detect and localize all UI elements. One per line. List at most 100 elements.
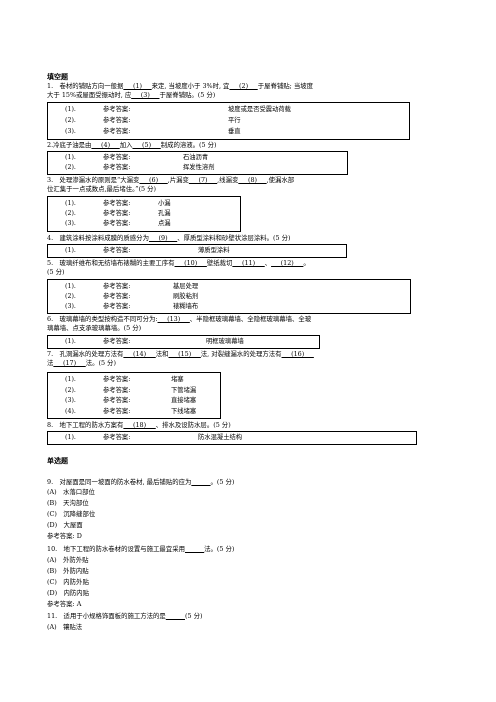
option-b: (B) 天沟部位: [47, 499, 89, 507]
question-text: 于屋脊铺贴。(5 分): [159, 90, 216, 99]
question-7: 7. 孔洞漏水的处理方法有___(14)___法和___(15)___法, 对裂…: [47, 350, 455, 367]
question-text: 法。(5 分): [85, 358, 116, 367]
question-text: 壁纸裁切: [206, 259, 233, 267]
answer-label: 参考答案:: [103, 247, 131, 254]
answer-box-8: (1). 参考答案: 防水混凝土结构: [47, 431, 417, 445]
answer-value: 堵塞: [171, 376, 184, 383]
answer-value: 下线堵塞: [171, 407, 197, 415]
answer-value: 挥发性溶剂: [183, 164, 215, 171]
question-text: 法, 对裂缝漏水的处理方法有: [200, 350, 282, 358]
answer-label: 参考答案:: [103, 210, 131, 217]
answer-label: 参考答案:: [103, 397, 131, 404]
answer-box-3: (1). 参考答案: 小漏 (2). 参考答案: 孔漏 (3). 参考答案: 点…: [47, 196, 241, 232]
answer-value: 基层处理: [173, 283, 199, 290]
question-text: 大于 15%或屋面受振动时, 应: [47, 90, 132, 99]
question-text: 璃幕墙、点支承玻璃幕墙。(5 分): [47, 323, 142, 332]
blank: ___(17)___: [53, 358, 86, 367]
question-text: 8. 地下工程的防水方案有: [47, 421, 124, 429]
question-8: 8. 地下工程的防水方案有___(18)___、排水及设防水层。(5 分): [47, 421, 231, 429]
question-text: 位汇集于一点或数点,最后堵住。”(5 分): [47, 184, 157, 193]
answer-label: 参考答案:: [103, 376, 131, 383]
answer-number: (2).: [65, 164, 76, 171]
question-text: 10. 地下工程的防水卷材的设置与施工最宜采用: [47, 545, 185, 553]
answer-value: 垂直: [228, 128, 241, 135]
answer-label: 参考答案:: [103, 386, 131, 394]
answer-number: (2).: [65, 293, 76, 300]
answer-value: 直接堵塞: [171, 397, 197, 404]
question-text: (5 分): [184, 612, 203, 620]
answer-value: 裱糊墙布: [173, 303, 199, 310]
answer-number: (3).: [65, 397, 76, 404]
question-text: 法: [47, 358, 54, 367]
question-text: 来定, 当坡度小于 3%时, 宜: [151, 82, 230, 90]
answer-label: 参考答案:: [103, 117, 131, 124]
blank: ___(5)___: [132, 141, 161, 149]
section-title-single: 单选题: [47, 456, 68, 465]
answer-label: 参考答案:: [103, 303, 131, 310]
question-text: 制成的溶液。(5 分): [160, 141, 217, 149]
question-11: 11. 适用于小规格饰面板的施工方法的是______(5 分): [47, 612, 202, 620]
blank: ___(9)___: [148, 234, 178, 242]
blank: ___(10)___: [174, 259, 207, 267]
answer-value: 下管堵漏: [171, 386, 197, 394]
option-d: (D) 内防内贴: [47, 589, 90, 597]
blank: ___(4)___: [91, 141, 120, 149]
answer-number: (2).: [65, 210, 76, 217]
question-text: ,使漏水部: [266, 176, 295, 184]
question-3: 3. 处理渗漏水的原则是“大漏变___(6)___,片漏变___(7)___,线…: [47, 176, 455, 193]
question-text: 9. 对屋面是同一坡面的防水卷材, 最后铺贴的应为: [47, 478, 192, 486]
blank: ___(18)___: [123, 421, 156, 429]
answer-number: (4).: [65, 407, 76, 415]
question-text: 1. 卷材的铺贴方向一般据: [47, 82, 124, 90]
question-text: 、半隐框玻璃幕墙、全隐框玻璃幕墙、全玻: [189, 315, 312, 323]
blank: ___(14)___: [123, 350, 156, 358]
answer-label: 参考答案:: [103, 200, 131, 207]
question-text: 、: [264, 259, 272, 267]
question-text: 、厚质型涂料和砂壁状涂层涂料。(5 分): [177, 234, 291, 242]
question-text: 、排水及设防水层。(5 分): [155, 421, 231, 429]
blank: ___(6)___: [139, 176, 168, 184]
answer-number: (1).: [65, 200, 76, 207]
question-text: 加入: [119, 141, 133, 149]
answer-number: (1).: [65, 154, 76, 161]
question-text: 4. 建筑涂料按涂料成膜的质感分为: [47, 234, 149, 242]
question-1: 1. 卷材的铺贴方向一般据___(1)___来定, 当坡度小于 3%时, 宜__…: [47, 82, 455, 99]
blank: ___(12)___: [271, 259, 304, 267]
question-text: 2.冷底子油是由: [47, 141, 92, 149]
question-4: 4. 建筑涂料按涂料成膜的质感分为___(9)___、厚质型涂料和砂壁状涂层涂料…: [47, 234, 291, 242]
blank: ______: [165, 612, 185, 620]
answer-value: 坡度或是否受震动荷载: [228, 106, 291, 113]
answer-number: (2).: [65, 117, 76, 124]
question-text: 法和: [155, 350, 169, 358]
answer-label: 参考答案:: [103, 338, 131, 345]
blank: ______: [184, 545, 205, 553]
answer-number: (1).: [65, 434, 76, 441]
blank: ______: [191, 478, 211, 486]
option-c: (C) 沉降缝部位: [47, 510, 96, 518]
option-d: (D) 大屋面: [47, 521, 83, 529]
option-a: (A) 外防外贴: [47, 556, 89, 564]
question-text: 5. 玻璃纤维布和无纺墙布裱糊的主要工序有: [47, 259, 175, 267]
blank: ___(2)___: [229, 82, 258, 90]
answer-value: 点漏: [158, 220, 171, 227]
blank: ___(3)___: [131, 90, 160, 99]
question-text: ,片漏变: [167, 176, 189, 184]
answer-number: (1).: [65, 376, 76, 383]
question-text: 3. 处理渗漏水的原则是“大漏变: [47, 176, 140, 184]
reference-answer: 参考答案: D: [47, 532, 82, 540]
answer-value: 平行: [228, 117, 241, 124]
answer-number: (1).: [65, 283, 76, 290]
answer-value: 小漏: [158, 200, 171, 207]
blank: ___(15)___: [168, 350, 201, 358]
option-a: (A) 水落口部位: [47, 488, 95, 496]
blank: ___(8)___: [238, 176, 267, 184]
question-6: 6. 玻璃幕墙的类型按构造不同可分为:___(13)___、半隐框玻璃幕墙、全隐…: [47, 315, 455, 332]
option-c: (C) 内防外贴: [47, 578, 89, 586]
question-9: 9. 对屋面是同一坡面的防水卷材, 最后铺贴的应为______。(5 分): [47, 478, 234, 486]
answer-number: (3).: [65, 303, 76, 310]
answer-box-4: (1). 参考答案: 薄质型涂料: [47, 244, 347, 258]
answer-box-5: (1). 参考答案: 基层处理 (2). 参考答案: 刷胶粘剂 (3). 参考答…: [47, 279, 411, 314]
answer-number: (3).: [65, 220, 76, 227]
answer-value: 孔漏: [158, 210, 171, 217]
question-text: 6. 玻璃幕墙的类型按构造不同可分为:: [47, 315, 158, 323]
